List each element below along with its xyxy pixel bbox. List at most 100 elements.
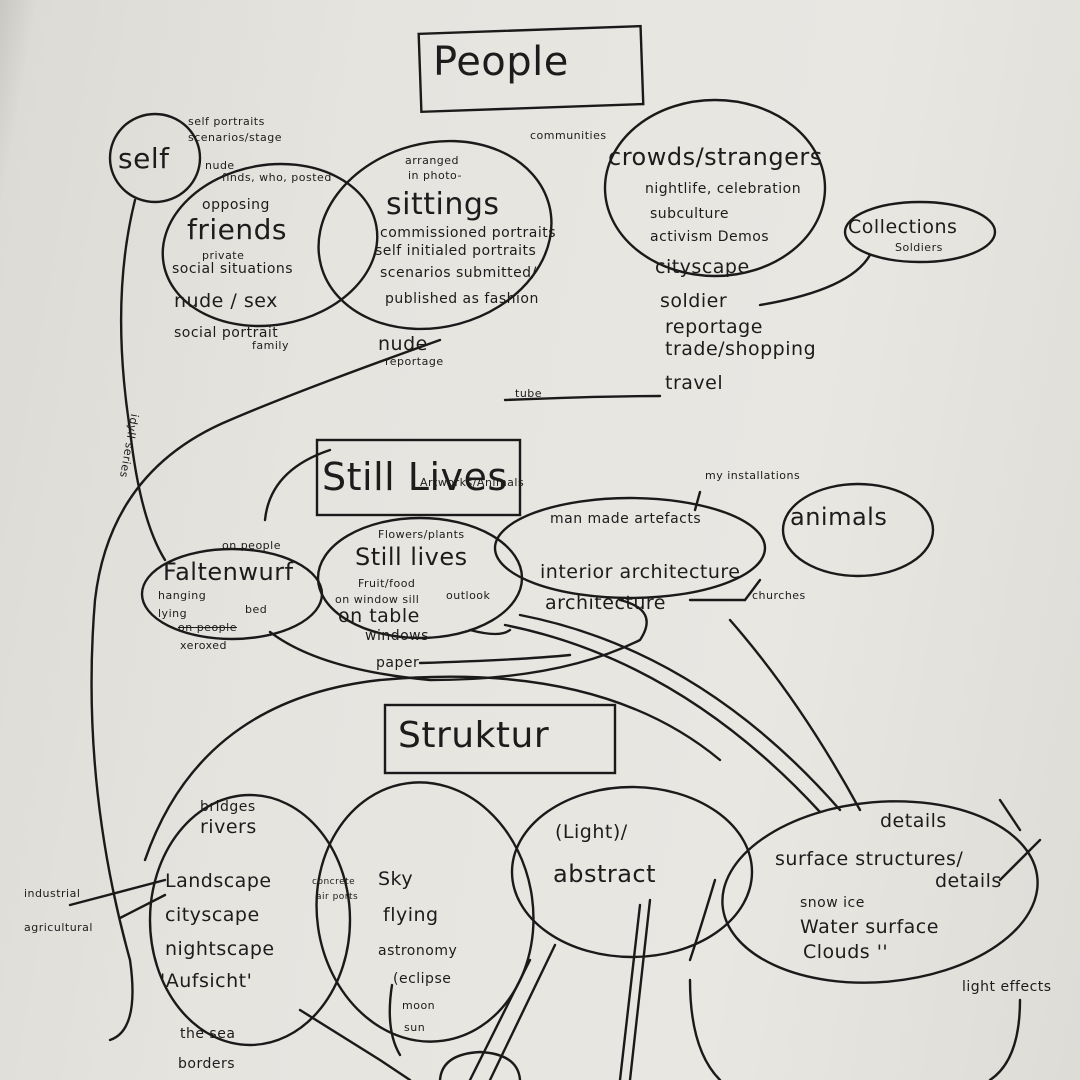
sittings-note: in photo- (408, 169, 462, 182)
friends-note: finds, who, posted (222, 171, 332, 184)
animals-ellipse (781, 482, 935, 578)
sky-note: Sky (378, 868, 414, 890)
sittings-note: arranged (405, 154, 460, 167)
artefacts-note: interior architecture (540, 561, 741, 583)
surface-note: details (935, 870, 1002, 892)
still-lives-title: Still Lives (322, 455, 508, 499)
surface-note: Water surface (800, 916, 939, 938)
sky-note: sun (404, 1021, 426, 1034)
faltenwurf-note: on people (222, 539, 281, 552)
still-lives-title-box (315, 438, 522, 517)
faltenwurf-note: on people (178, 621, 237, 634)
self-ellipse (108, 112, 202, 204)
surface-note: details (880, 810, 947, 832)
landscape-ellipse (148, 793, 352, 1047)
crowds-note: trade/shopping (665, 338, 817, 360)
landscape-note: nightscape (165, 938, 275, 960)
landscape-note: 'Aufsicht' (160, 970, 253, 992)
landscape-note: rivers (200, 816, 257, 838)
sittings-note: commissioned portraits (380, 225, 556, 241)
crowds-note: subculture (650, 206, 729, 222)
abstract-note: (Light)/ (555, 821, 628, 843)
bottom-circle (438, 1050, 522, 1080)
crowds-note: cityscape (655, 256, 750, 278)
artefacts-label: man made artefacts (550, 511, 702, 527)
crowds-note: nightlife, celebration (645, 181, 802, 197)
still-lives-note: Fruit/food (358, 577, 416, 590)
sky-note: (eclipse (393, 971, 452, 987)
still-lives-note: on window sill (335, 593, 420, 606)
sky-note: astronomy (378, 943, 458, 959)
sittings-label: sittings (386, 187, 500, 222)
surface-note: Clouds '' (803, 941, 889, 963)
crowds-note: activism Demos (650, 229, 770, 245)
landscape-note: Landscape (165, 870, 272, 892)
landscape-note: concrete (312, 877, 356, 887)
abstract-ellipse (510, 785, 754, 959)
landscape-note: borders (178, 1056, 236, 1072)
faltenwurf-label: Faltenwurf (163, 558, 294, 586)
landscape-note: bridges (200, 799, 256, 815)
abstract-label: abstract (553, 860, 657, 888)
faltenwurf-note: hanging (158, 589, 207, 602)
still-lives-label: Still lives (355, 543, 468, 571)
self-label: self (118, 142, 170, 175)
sittings-ellipse (317, 139, 553, 331)
faltenwurf-note: xeroxed (180, 639, 228, 652)
surface-ellipse (721, 800, 1039, 984)
self-note: scenarios/stage (188, 131, 283, 144)
crowds-ellipse (603, 98, 827, 278)
struktur-title-box (383, 703, 617, 775)
sittings-note: reportage (385, 355, 444, 368)
sittings-note: scenarios submitted/ (380, 265, 537, 281)
crowds-note: reportage (665, 316, 763, 338)
faltenwurf-note: bed (245, 603, 268, 616)
landscape-note: the sea (180, 1026, 236, 1042)
friends-note: opposing (202, 197, 270, 213)
faltenwurf-note: lying (158, 607, 188, 620)
landscape-note: air ports (316, 892, 359, 902)
crowds-label: crowds/strangers (608, 143, 823, 171)
sky-note: moon (402, 999, 436, 1012)
friends-note: private (202, 249, 245, 262)
still-lives-note: outlook (446, 589, 491, 602)
still-lives-note: on table (338, 605, 420, 627)
collections-ellipse (843, 200, 997, 264)
landscape-note: cityscape (165, 904, 260, 926)
sittings-note: nude (378, 333, 428, 355)
landscape-note: agricultural (24, 921, 93, 934)
still-lives-note: Flowers/plants (378, 528, 465, 541)
artefacts-note: architecture (545, 592, 666, 614)
sky-ellipse (315, 781, 535, 1043)
sittings-note: published as fashion (385, 291, 539, 307)
animals-label: animals (790, 503, 888, 531)
artefacts-ellipse (493, 496, 767, 600)
paper-note: paper (376, 655, 420, 671)
artefacts-note: churches (752, 589, 806, 602)
people-title: People (433, 39, 569, 85)
communities-note: communities (530, 129, 607, 142)
friends-label: friends (187, 213, 287, 246)
landscape-note: industrial (24, 887, 81, 900)
sittings-note: self initialed portraits (375, 243, 537, 259)
friends-note: family (252, 339, 289, 352)
windows-note: windows (365, 628, 429, 644)
self-note: nude (205, 159, 235, 172)
surface-note: light effects (962, 979, 1052, 995)
friends-note: social portrait (174, 325, 279, 341)
artefacts-note: my installations (705, 469, 801, 482)
crowds-note: travel (665, 372, 724, 394)
still-lives-subtitle: Artworks/Animals (420, 476, 525, 489)
struktur-title: Struktur (398, 715, 550, 756)
crowds-note: soldier (660, 290, 728, 312)
friends-note: nude / sex (174, 290, 278, 312)
friends-ellipse (161, 162, 379, 328)
collections-note: Soldiers (895, 241, 943, 254)
surface-label: surface structures/ (775, 848, 964, 870)
surface-note: snow ice (800, 895, 865, 911)
tube-note: tube (515, 387, 543, 400)
sky-note: flying (383, 904, 439, 926)
friends-note: social situations (172, 261, 294, 277)
